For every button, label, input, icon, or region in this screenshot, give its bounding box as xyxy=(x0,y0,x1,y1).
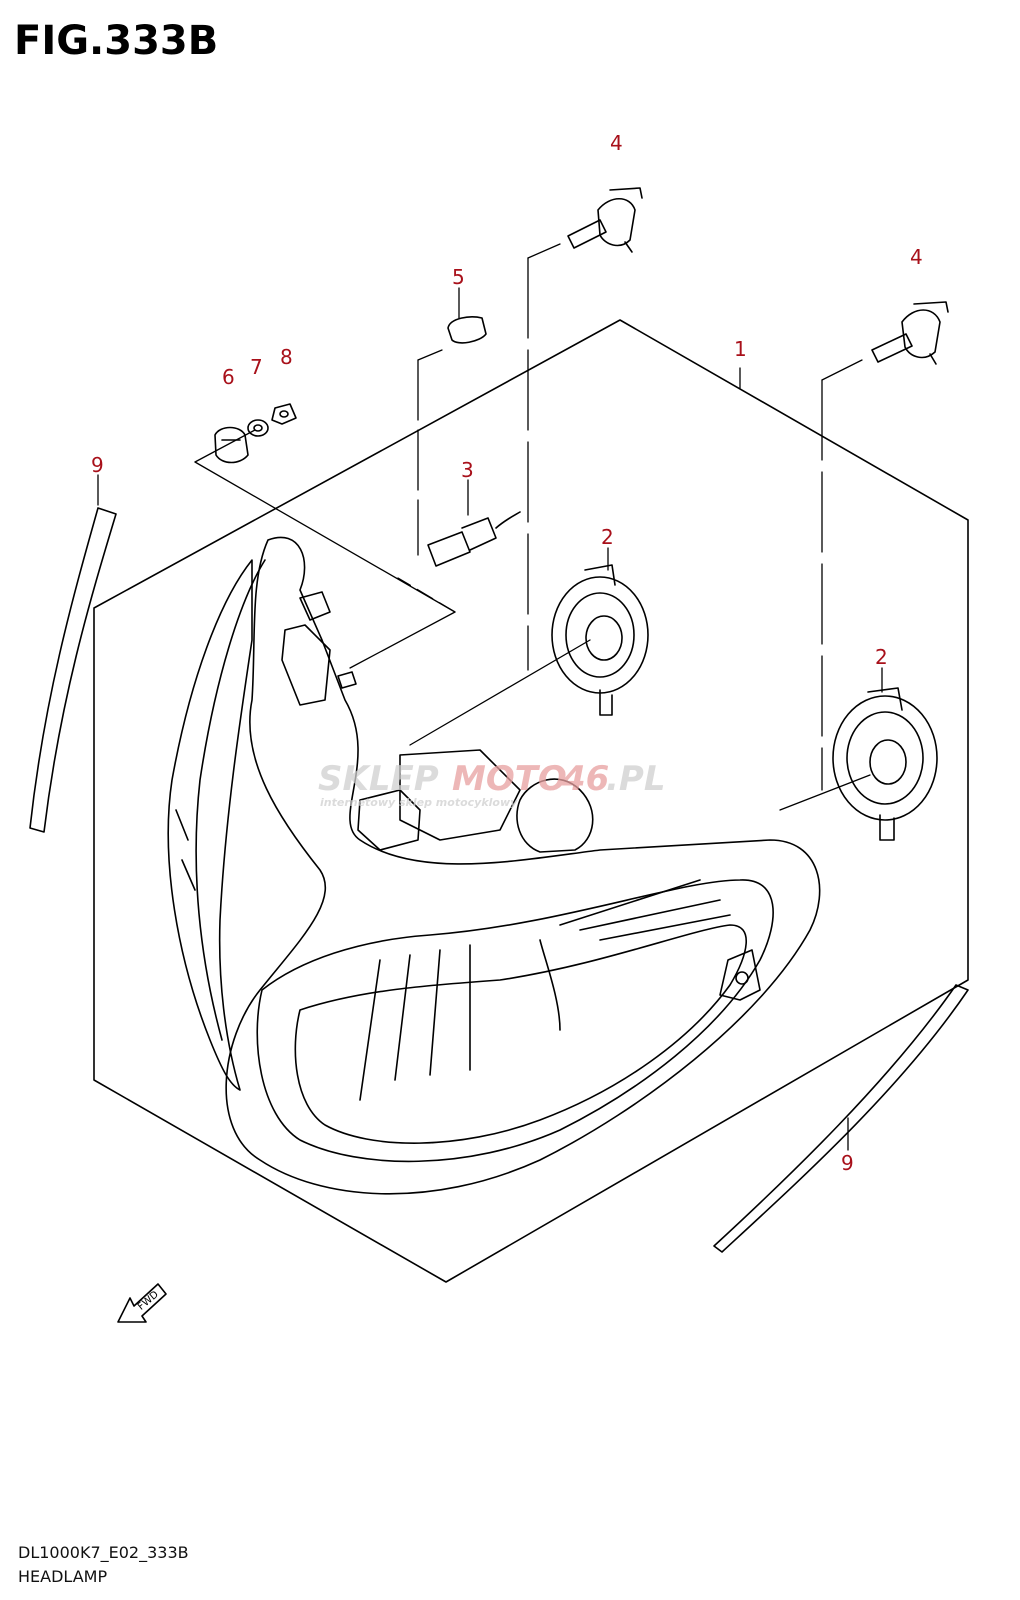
bulb-socket-lower xyxy=(832,687,938,841)
trim-strip-right xyxy=(713,984,969,1253)
figure-title: FIG.333B xyxy=(14,18,219,64)
callout-part-9-left: 9 xyxy=(91,453,104,477)
diagram-name: HEADLAMP xyxy=(18,1567,108,1586)
callout-part-4-upper: 4 xyxy=(610,131,623,155)
trim-strip-left xyxy=(29,507,117,833)
callout-part-7: 7 xyxy=(250,355,263,379)
washer xyxy=(247,419,269,437)
watermark-brand-d: .PL xyxy=(606,759,666,799)
watermark-brand-a: SKLEP xyxy=(318,759,439,799)
callout-part-5: 5 xyxy=(452,265,465,289)
callout-part-2-upper: 2 xyxy=(601,525,614,549)
diagram-code: DL1000K7_E02_333B xyxy=(18,1543,189,1562)
headlamp-housing xyxy=(167,536,821,1195)
callout-part-6: 6 xyxy=(222,365,235,389)
callout-part-8: 8 xyxy=(280,345,293,369)
callout-part-2-lower: 2 xyxy=(875,645,888,669)
nut xyxy=(271,403,297,425)
watermark-brand-b: MOTO xyxy=(452,759,567,799)
h4-bulb-lower xyxy=(871,301,949,365)
assembly-boundary xyxy=(93,319,969,1283)
callout-part-1: 1 xyxy=(734,337,747,361)
wedge-bulb xyxy=(447,316,487,344)
callout-part-9-right: 9 xyxy=(841,1151,854,1175)
bulb-socket-upper xyxy=(551,564,649,716)
h4-bulb-upper xyxy=(567,187,643,253)
leader-lines xyxy=(97,243,883,1151)
grommet xyxy=(214,426,249,464)
watermark: SKLEP MOTO 46 .PL internetowy sklep moto… xyxy=(318,759,666,809)
watermark-tagline: internetowy sklep motocyklowy xyxy=(320,796,518,809)
position-lamp-socket xyxy=(427,511,521,567)
callout-part-4-lower: 4 xyxy=(910,245,923,269)
fwd-arrow-icon xyxy=(117,1283,167,1323)
callout-part-3: 3 xyxy=(461,458,474,482)
watermark-brand-c: 46 xyxy=(561,759,609,799)
